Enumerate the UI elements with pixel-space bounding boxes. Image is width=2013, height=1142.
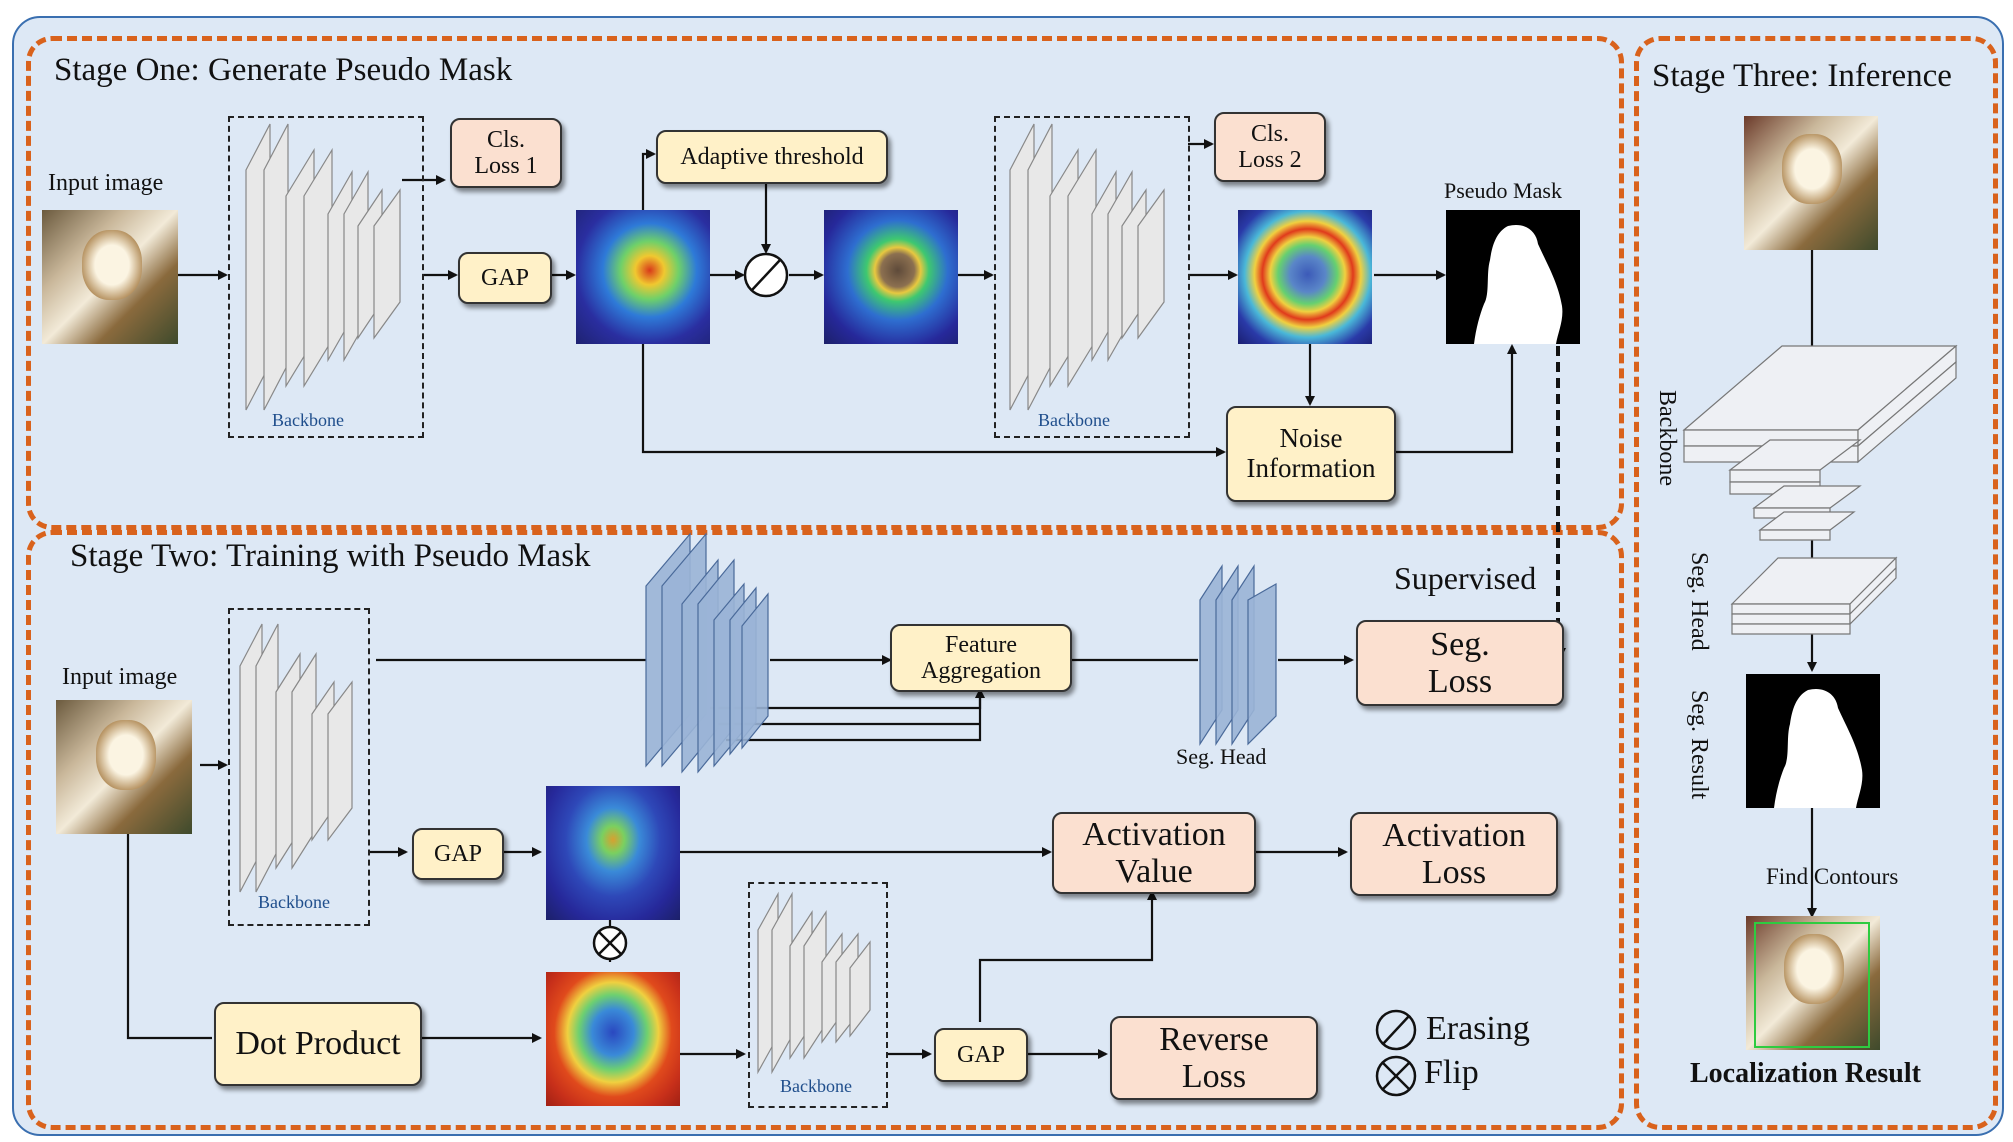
feature-aggregation-label: Feature Aggregation xyxy=(921,631,1041,684)
stage-one-backbone-1-label: Backbone xyxy=(272,410,344,430)
line-fpn-level-4 xyxy=(726,688,985,742)
stage-three-seg-result xyxy=(1746,674,1880,808)
pseudo-mask-shape xyxy=(1474,224,1563,344)
gap-box-stage-two: GAP xyxy=(412,828,504,880)
stage-one-backbone-2-label: Backbone xyxy=(1038,410,1110,430)
stage-two-backbone-2 xyxy=(748,882,888,1108)
pseudo-mask-label: Pseudo Mask xyxy=(1444,178,1562,203)
stage-one-backbone-1 xyxy=(228,116,424,438)
arrow-cam-to-threshold xyxy=(641,149,656,212)
cls-loss-2-label: Cls. Loss 2 xyxy=(1238,120,1302,173)
dot-product-box: Dot Product xyxy=(214,1002,422,1086)
stage-three-backbone-label: Backbone xyxy=(1654,390,1680,486)
gap-label-stage-two: GAP xyxy=(433,840,482,867)
activation-value-box: Activation Value xyxy=(1052,812,1256,894)
flip-legend-icon xyxy=(1375,1055,1417,1097)
gap-box-stage-one: GAP xyxy=(458,252,552,304)
localization-bounding-box xyxy=(1754,922,1870,1048)
stage-one-pseudo-mask xyxy=(1446,210,1580,344)
stage-one-region xyxy=(26,36,1624,530)
arrow-cam-to-noise xyxy=(641,344,1226,457)
stage-two-backbone-1 xyxy=(228,608,370,926)
cls-loss-2-box: Cls. Loss 2 xyxy=(1214,112,1326,182)
stage-two-title: Stage Two: Training with Pseudo Mask xyxy=(70,538,591,574)
localization-result-label: Localization Result xyxy=(1690,1058,1921,1089)
stage-three-localization-image xyxy=(1746,916,1880,1050)
stage-two-backbone-2-label: Backbone xyxy=(780,1076,852,1096)
stage-one-backbone-2 xyxy=(994,116,1190,438)
reverse-loss-label: Reverse Loss xyxy=(1159,1020,1269,1095)
seg-result-shape xyxy=(1774,688,1863,808)
erasing-legend-icon xyxy=(1375,1009,1417,1051)
stage-one-title: Stage One: Generate Pseudo Mask xyxy=(54,52,513,88)
stage-three-segresult-label: Seg. Result xyxy=(1686,690,1712,800)
reverse-loss-box: Reverse Loss xyxy=(1110,1016,1318,1100)
stage-one-erased-cam xyxy=(824,210,958,344)
feature-aggregation-box: Feature Aggregation xyxy=(890,624,1072,692)
stage-one-cam-heatmap xyxy=(576,210,710,344)
cls-loss-1-label: Cls. Loss 1 xyxy=(474,126,538,179)
stage-two-reverse-heatmap xyxy=(546,972,680,1106)
stage-two-input-image xyxy=(56,700,192,834)
gap-label-stage-one: GAP xyxy=(480,264,529,291)
stage-two-cam-heatmap xyxy=(546,786,680,920)
gap-box-stage-two-lower: GAP xyxy=(934,1028,1028,1082)
seg-head-label: Seg. Head xyxy=(1176,744,1267,769)
stage-one-input-image xyxy=(42,210,178,344)
supervised-label: Supervised xyxy=(1394,560,1537,596)
arrow-noise-to-pseudomask xyxy=(1394,344,1517,454)
line-input-to-dotproduct xyxy=(126,832,212,1040)
cls-loss-1-box: Cls. Loss 1 xyxy=(450,118,562,188)
gap-label-stage-two-lower: GAP xyxy=(956,1041,1005,1068)
activation-value-label: Activation Value xyxy=(1082,815,1226,890)
stage-two-backbone-1-label: Backbone xyxy=(258,892,330,912)
activation-loss-label: Activation Loss xyxy=(1382,816,1526,891)
seg-loss-box: Seg. Loss xyxy=(1356,620,1564,706)
stage-two-region xyxy=(26,530,1624,1130)
adaptive-threshold-box: Adaptive threshold xyxy=(656,130,888,184)
stage-three-seghead-label: Seg. Head xyxy=(1686,552,1712,651)
noise-information-label: Noise Information xyxy=(1246,423,1376,483)
find-contours-label: Find Contours xyxy=(1766,864,1899,889)
legend-erasing-label: Erasing xyxy=(1426,1010,1530,1047)
stage-three-region xyxy=(1634,36,1998,1130)
stage-one-input-label: Input image xyxy=(48,170,164,196)
seg-loss-label: Seg. Loss xyxy=(1427,625,1493,700)
stage-two-input-label: Input image xyxy=(62,664,178,690)
arrow-gap3-to-activation xyxy=(978,890,1157,1022)
adaptive-threshold-label: Adaptive threshold xyxy=(680,143,864,170)
stage-one-cam-2 xyxy=(1238,210,1372,344)
stage-three-title: Stage Three: Inference xyxy=(1652,58,1952,94)
dot-product-label: Dot Product xyxy=(235,1025,401,1063)
legend-flip-label: Flip xyxy=(1424,1054,1479,1091)
noise-information-box: Noise Information xyxy=(1226,406,1396,502)
stage-three-input-image xyxy=(1744,116,1878,250)
activation-loss-box: Activation Loss xyxy=(1350,812,1558,896)
